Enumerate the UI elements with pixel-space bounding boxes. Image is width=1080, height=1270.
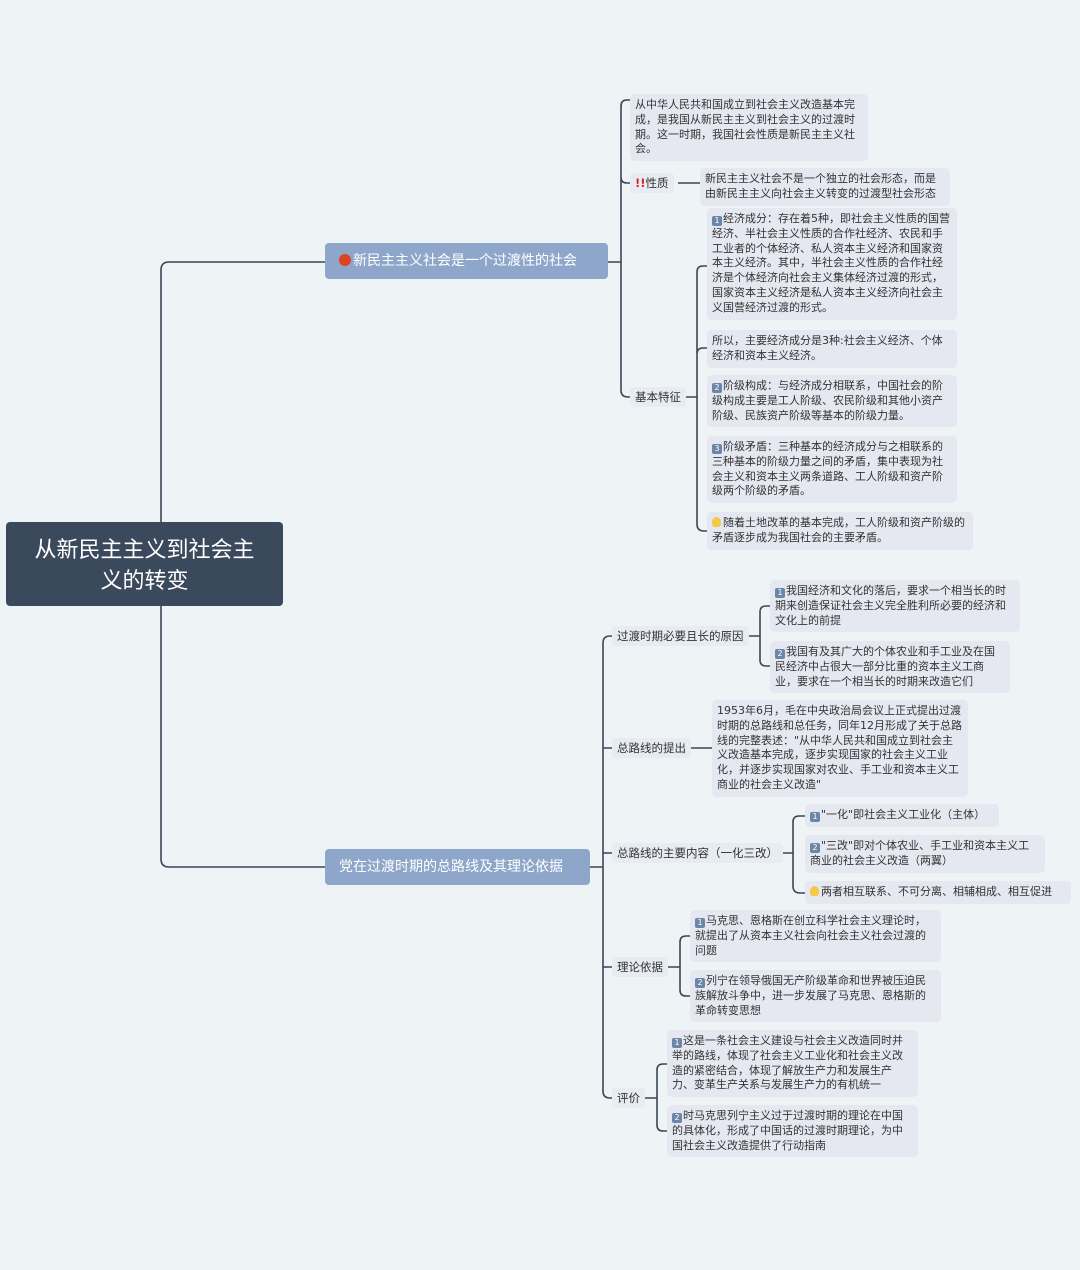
intro-note[interactable]: 从中华人民共和国成立到社会主义改造基本完成，是我国从新民主主义到社会主义的过渡时… — [630, 94, 868, 162]
branch-title: 新民主主义社会是一个过渡性的社会 — [353, 253, 577, 269]
content-item[interactable]: 2"三改"即对个体农业、手工业和资本主义工商业的社会主义改造（两翼） — [805, 835, 1045, 873]
reason-text: 我国经济和文化的落后，要求一个相当长的时期来创造保证社会主义完全胜利所必要的经济… — [775, 584, 1006, 627]
lightbulb-icon — [810, 886, 819, 896]
topic-theory[interactable]: 理论依据 — [612, 957, 668, 977]
number-2-icon: 2 — [775, 649, 785, 659]
nature-note[interactable]: 新民主主义社会不是一个独立的社会形态，而是由新民主主义向社会主义转变的过渡型社会… — [700, 168, 950, 206]
content-text: "三改"即对个体农业、手工业和资本主义工商业的社会主义改造（两翼） — [810, 839, 1030, 867]
theory-text: 列宁在领导俄国无产阶级革命和世界被压迫民族解放斗争中，进一步发展了马克思、恩格斯… — [695, 974, 926, 1017]
number-2-icon: 2 — [810, 843, 820, 853]
lightbulb-icon — [712, 517, 721, 527]
feature-item[interactable]: 随着土地改革的基本完成，工人阶级和资产阶级的矛盾逐步成为我国社会的主要矛盾。 — [707, 512, 973, 550]
content-text: "一化"即社会主义工业化（主体） — [821, 808, 986, 821]
number-3-icon: 3 — [712, 444, 722, 454]
number-1-icon: 1 — [712, 216, 722, 226]
number-1-icon: 1 — [672, 1038, 682, 1048]
feature-text: 随着土地改革的基本完成，工人阶级和资产阶级的矛盾逐步成为我国社会的主要矛盾。 — [712, 516, 965, 544]
content-item[interactable]: 1"一化"即社会主义工业化（主体） — [805, 804, 999, 827]
topic-basic-features[interactable]: 基本特征 — [630, 387, 686, 407]
topic-evaluation[interactable]: 评价 — [612, 1088, 645, 1108]
number-1-icon: 1 — [775, 588, 785, 598]
branch-general-line[interactable]: 党在过渡时期的总路线及其理论依据 — [325, 849, 590, 885]
number-2-icon: 2 — [695, 978, 705, 988]
feature-text: 阶级构成：与经济成分相联系，中国社会的阶级构成主要是工人阶级、农民阶级和其他小资… — [712, 379, 943, 422]
number-1-icon: 1 — [810, 812, 820, 822]
evaluation-text: 这是一条社会主义建设与社会主义改造同时并举的路线，体现了社会主义工业化和社会主义… — [672, 1034, 903, 1092]
evaluation-text: 时马克思列宁主义过于过渡时期的理论在中国的具体化，形成了中国话的过渡时期理论，为… — [672, 1109, 903, 1152]
topic-label: 性质 — [645, 176, 669, 190]
proposal-note[interactable]: 1953年6月，毛在中央政治局会议上正式提出过渡时期的总路线和总任务，同年12月… — [712, 700, 968, 797]
double-exclamation-icon: !! — [635, 176, 646, 190]
number-2-icon: 2 — [712, 383, 722, 393]
red-circle-icon — [339, 254, 351, 266]
root-topic[interactable]: 从新民主主义到社会主义的转变 — [6, 522, 283, 606]
number-2-icon: 2 — [672, 1113, 682, 1123]
theory-text: 马克思、恩格斯在创立科学社会主义理论时，就提出了从资本主义社会向社会主义社会过渡… — [695, 914, 926, 957]
topic-nature[interactable]: !!性质 — [630, 173, 674, 193]
topic-main-content[interactable]: 总路线的主要内容（一化三改） — [612, 843, 783, 863]
content-text: 两者相互联系、不可分离、相辅相成、相互促进 — [821, 885, 1052, 898]
feature-text: 阶级矛盾：三种基本的经济成分与之相联系的三种基本的阶级力量之间的矛盾，集中表现为… — [712, 440, 943, 498]
topic-proposal[interactable]: 总路线的提出 — [612, 738, 691, 758]
feature-item[interactable]: 所以，主要经济成分是3种:社会主义经济、个体经济和资本主义经济。 — [707, 330, 957, 368]
content-item[interactable]: 两者相互联系、不可分离、相辅相成、相互促进 — [805, 881, 1071, 904]
feature-text: 经济成分：存在着5种，即社会主义性质的国营经济、半社会主义性质的合作社经济、农民… — [712, 212, 950, 314]
branch-transitional-society[interactable]: 新民主主义社会是一个过渡性的社会 — [325, 243, 608, 279]
number-1-icon: 1 — [695, 918, 705, 928]
reason-text: 我国有及其广大的个体农业和手工业及在国民经济中占很大一部分比重的资本主义工商业，… — [775, 645, 995, 688]
topic-reasons[interactable]: 过渡时期必要且长的原因 — [612, 626, 749, 646]
